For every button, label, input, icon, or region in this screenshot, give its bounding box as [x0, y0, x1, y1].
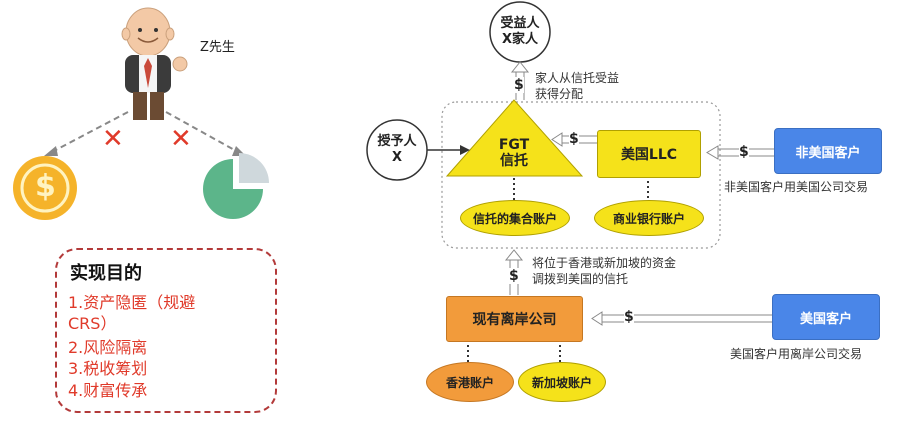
fgt-label: FGT 信托	[484, 137, 544, 169]
beneficiary-line: X家人	[501, 32, 539, 47]
coin-dollar-symbol: $	[35, 169, 56, 204]
grantor-line: 授予人	[377, 134, 417, 149]
beneficiary-label: 受益人 X家人	[490, 16, 550, 48]
coin-icon	[13, 156, 77, 220]
offshore-company-box: 现有离岸公司	[446, 296, 583, 342]
distribution-caption: 家人从信托受益 获得分配	[535, 70, 619, 102]
fgt-line: 信托	[500, 153, 528, 169]
goal-item: 2.风险隔离	[68, 338, 148, 357]
non-us-client-caption: 非美国客户用美国公司交易	[724, 180, 869, 194]
trust-structure-container	[441, 101, 721, 249]
dollar-icon: $	[509, 268, 519, 284]
fgt-line: FGT	[498, 137, 530, 153]
non-us-client-box: 非美国客户	[774, 128, 882, 174]
grantor-line: X	[391, 150, 403, 165]
goal-item: 4.财富传承	[68, 381, 148, 400]
dollar-icon: $	[624, 309, 634, 325]
dollar-icon: $	[569, 131, 579, 147]
transfer-caption: 将位于香港或新加坡的资金 调拨到美国的信托	[532, 255, 676, 287]
sg-account-node: 新加坡账户	[518, 362, 606, 402]
caption-line: 家人从信托受益	[535, 71, 620, 85]
arrow-left	[51, 111, 129, 153]
person-label: Z先生	[200, 40, 235, 55]
hk-account-node: 香港账户	[426, 362, 514, 402]
caption-line: 调拨到美国的信托	[532, 272, 629, 286]
goal-item: 3.税收筹划	[68, 359, 148, 378]
us-client-box: 美国客户	[772, 294, 880, 340]
pie-chart-icon	[203, 153, 269, 219]
goal-item: CRS）	[68, 314, 117, 333]
caption-line: 获得分配	[535, 87, 584, 101]
beneficiary-line: 受益人	[500, 16, 540, 31]
goal-box	[55, 248, 277, 413]
arrow-right	[165, 111, 239, 153]
cross-icon-left: ✕	[102, 124, 124, 154]
goal-title: 实现目的	[70, 263, 142, 284]
fgt-trust-node	[445, 99, 584, 177]
person-icon	[121, 7, 188, 120]
caption-line: 将位于香港或新加坡的资金	[532, 256, 677, 270]
us-llc-box: 美国LLC	[597, 130, 701, 178]
grantor-label: 授予人 X	[367, 134, 427, 166]
trust-account-node: 信托的集合账户	[460, 200, 570, 236]
cross-icon-right: ✕	[170, 124, 192, 154]
goal-item: 1.资产隐匿（规避	[68, 293, 196, 312]
dollar-icon: $	[739, 144, 749, 160]
bank-account-node: 商业银行账户	[594, 200, 704, 236]
us-client-caption: 美国客户用离岸公司交易	[730, 347, 863, 361]
dollar-icon: $	[514, 77, 524, 93]
